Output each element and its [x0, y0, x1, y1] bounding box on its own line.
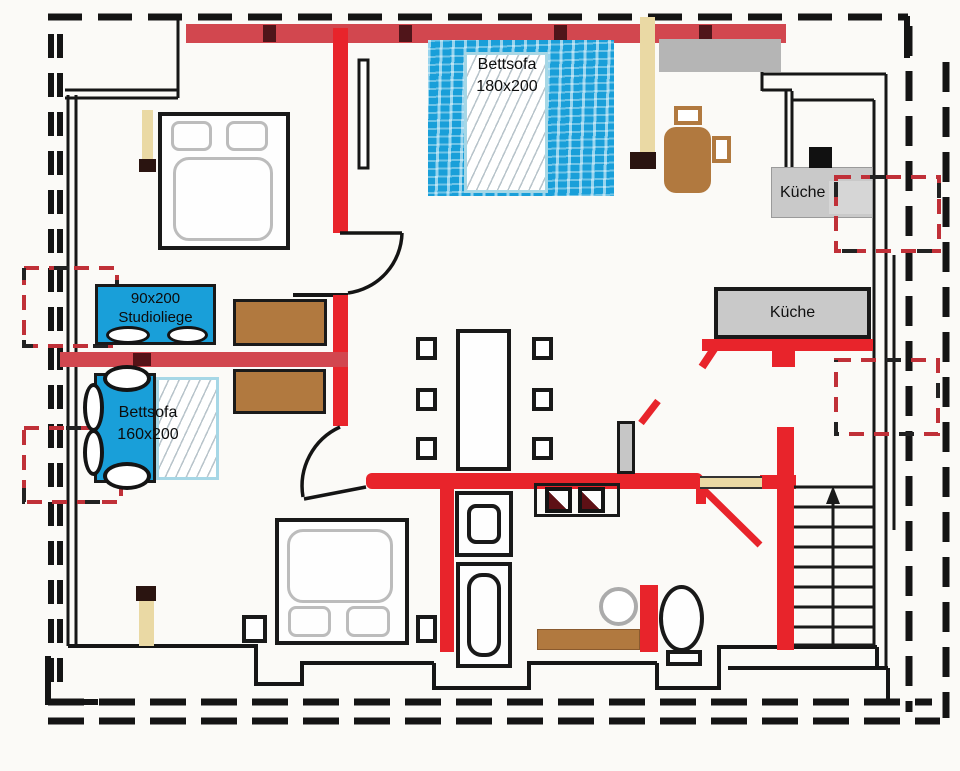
sideboard — [659, 39, 781, 72]
bed-duvet — [287, 529, 393, 603]
red-wall-under-kueche — [702, 339, 873, 351]
partition-strip — [640, 17, 655, 154]
stair-door-threshold — [700, 476, 762, 489]
bettsofa-180-mattress — [464, 52, 548, 193]
bed-pillow — [226, 121, 268, 151]
chair — [532, 437, 553, 460]
bed-pillow — [171, 121, 212, 151]
outer-dashed-border — [45, 13, 950, 725]
chair — [416, 337, 437, 360]
red-wall-kueche-stub — [772, 351, 795, 367]
chimney-block — [809, 147, 832, 168]
marker-rectangles-right — [834, 175, 941, 436]
dresser-lower — [233, 369, 326, 414]
chair — [532, 388, 553, 411]
red-stub-stair-door — [696, 476, 706, 504]
red-wall-bath-vertical — [440, 489, 454, 652]
door-arc-upper — [347, 232, 404, 295]
bathtub-basin — [467, 573, 501, 657]
nightstand-right — [416, 615, 437, 643]
sink-basin — [467, 504, 501, 544]
stair-up-arrow-icon — [826, 486, 840, 504]
stairs-up — [794, 485, 874, 647]
red-door-swing-kueche — [698, 340, 722, 370]
kueche-main-label: Küche — [769, 304, 816, 321]
chair — [532, 337, 553, 360]
bath-bench — [537, 629, 640, 650]
armchair — [664, 127, 711, 193]
sofa-cushion — [103, 462, 151, 490]
double-bed-bottom-left — [275, 518, 409, 645]
red-wall-toilet-divider — [640, 585, 658, 652]
kueche-upper-label: Küche — [780, 183, 826, 201]
bed-pillow — [346, 606, 390, 637]
studioliege-cushion — [106, 326, 150, 344]
window-cap-top-left — [139, 159, 156, 172]
appliance-frame — [534, 483, 620, 517]
red-walls — [60, 24, 873, 652]
corner-bottom-left — [45, 656, 98, 705]
window-cap-bottom-left — [136, 586, 156, 601]
radiator — [617, 421, 635, 474]
sofa-cushion — [83, 429, 104, 476]
shower-appliance — [578, 487, 605, 513]
red-wall-vertical-upper — [333, 28, 348, 233]
doors — [300, 231, 404, 501]
door-arc-lower — [300, 425, 341, 498]
kitchen-block-main: Küche — [714, 287, 871, 339]
toilet-tank — [666, 650, 702, 666]
chair — [416, 388, 437, 411]
chair — [416, 437, 437, 460]
studioliege-cushion — [167, 326, 208, 344]
bathtub — [456, 562, 512, 668]
double-bed-top-left — [158, 112, 290, 250]
side-table-right — [712, 136, 731, 163]
red-door-swing-stairs — [700, 486, 763, 548]
dining-table — [456, 329, 511, 471]
red-wall-left-horizontal — [60, 352, 348, 367]
duct-column — [357, 58, 370, 170]
shower-appliance — [545, 487, 572, 513]
bettsofa-160-mattress — [156, 377, 219, 480]
door-leaf-lower — [303, 485, 367, 501]
partition-cap — [630, 152, 656, 169]
window-strip-top-left — [142, 110, 153, 162]
sink-unit — [455, 491, 513, 557]
red-door-swing-radiator — [638, 398, 661, 426]
red-wall-stair-tjoint — [760, 475, 796, 489]
bed-pillow — [288, 606, 331, 637]
nightstand-left — [242, 615, 267, 643]
wash-basin — [599, 587, 638, 626]
sofa-cushion — [103, 365, 151, 392]
bed-duvet — [173, 157, 273, 241]
window-strip-bottom-left — [139, 601, 154, 646]
dresser-upper — [233, 299, 327, 346]
side-table-top — [674, 106, 702, 125]
